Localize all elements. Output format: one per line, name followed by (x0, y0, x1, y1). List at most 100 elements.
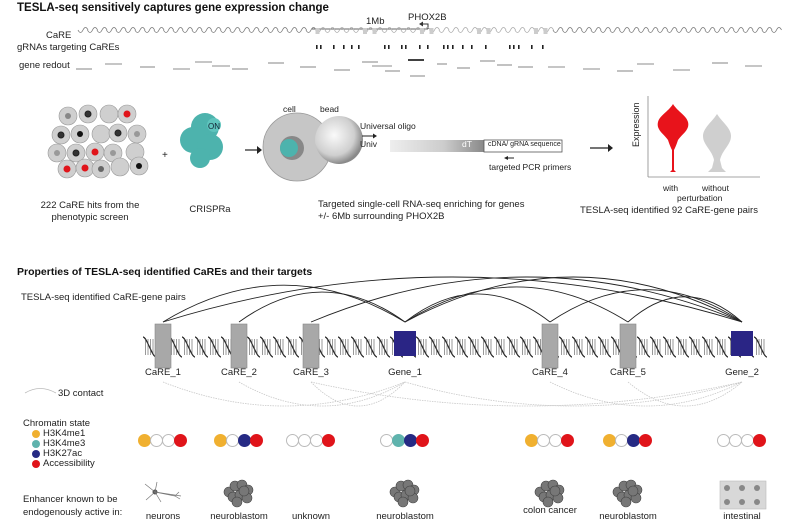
violin-plot (647, 96, 760, 178)
dna-helix-strand (285, 336, 300, 358)
cell-icon (66, 143, 86, 163)
legend-item-h3k4me1: H3K4me1 (23, 429, 95, 439)
accessibility-state-circle (753, 434, 766, 447)
tissue-label: colon cancer (523, 505, 577, 516)
chromatin-legend: Chromatin state H3K4me1 H3K4me3 H3K27ac … (23, 418, 95, 469)
care-gene-pair-arc (162, 284, 406, 323)
element-label: Gene_2 (725, 367, 759, 378)
dna-helix-strand (675, 336, 690, 358)
dna-helix-strand (649, 336, 664, 358)
track-label-gene-readout: gene redout (19, 60, 70, 71)
crispra-protein-icon (180, 113, 223, 168)
dna-helix-strand (701, 336, 716, 358)
cdna-box (483, 139, 563, 153)
accessibility-state-circle (639, 434, 652, 447)
chromatin-state-circles (138, 434, 187, 447)
tss-arrowhead-icon (419, 21, 423, 27)
violin-xlabel-with: with (663, 183, 679, 193)
chromatin-state-circles (214, 434, 263, 447)
dna-helix-strand (519, 336, 534, 358)
dna-helix-strand (337, 336, 352, 358)
h3k4me3-dot-icon (32, 440, 40, 448)
element-label: CaRE_4 (532, 367, 568, 378)
dna-helix-strand (246, 336, 261, 358)
dna-helix-strand (259, 336, 274, 358)
3d-contact-arc (627, 381, 743, 407)
violin-xlabel-without: without (702, 183, 729, 193)
dna-helix-strand (558, 336, 573, 358)
contact-label: 3D contact (58, 388, 104, 399)
care-box-3 (302, 323, 320, 369)
chromatin-title: Chromatin state (23, 418, 91, 429)
cell-icon (117, 104, 137, 124)
care-box-1 (154, 323, 172, 369)
element-label: CaRE_1 (145, 367, 181, 378)
chromatin-state-circles (380, 434, 429, 447)
cell-icon (91, 159, 111, 179)
dna-helix-strand (480, 336, 495, 358)
universal-oligo-label: Universal oligo (360, 121, 416, 131)
accessibility-dot-icon (32, 460, 40, 468)
contact-legend-line (24, 388, 57, 394)
dna-helix-strand (415, 336, 430, 358)
dna-helix-strand (753, 336, 768, 358)
cell-icon (58, 106, 78, 126)
cell-icon (110, 157, 130, 177)
accessibility-state-circle (174, 434, 187, 447)
cell-label: cell (283, 104, 296, 114)
element-label: CaRE_5 (610, 367, 646, 378)
chromatin-state-circles (603, 434, 652, 447)
cell-cluster-icon (612, 479, 643, 508)
accessibility-state-circle (250, 434, 263, 447)
dna-helix-strand (272, 336, 287, 358)
step1-caption: 222 CaRE hits from the phenotypic screen (40, 200, 140, 223)
legend-item-h3k27ac: H3K27ac (23, 449, 95, 459)
dna-helix-strand (428, 336, 443, 358)
dna-helix-strand (688, 336, 703, 358)
bottom-section-title: Properties of TESLA-seq identified CaREs… (17, 266, 313, 278)
cell-icon (127, 124, 147, 144)
care-gene-pair-arc (404, 286, 629, 323)
care-gene-pair-arc (310, 276, 743, 323)
care-gene-pair-arc (404, 293, 551, 323)
care-box-2 (230, 323, 248, 369)
legend-item-accessibility: Accessibility (23, 459, 95, 469)
dna-helix-track (77, 27, 782, 34)
cell-population-illustration (47, 104, 149, 179)
dna-helix-strand (467, 336, 482, 358)
track-label-grnas: gRNAs targeting CaREs (17, 42, 120, 53)
tissue-label: unknown (291, 511, 331, 522)
violin-without (703, 114, 731, 172)
chromatin-state-circles (286, 434, 335, 447)
3d-contact-arc (310, 381, 406, 407)
cell-icon (70, 124, 90, 144)
gene-readout-lines (76, 59, 762, 77)
tissue-label: intestinal (723, 511, 761, 522)
dna-helix-strand (324, 336, 339, 358)
dna-helix-strand (571, 336, 586, 358)
dna-helix-strand (194, 336, 209, 358)
top-section-title: TESLA-seq sensitively captures gene expr… (17, 2, 329, 14)
chromatin-state-circles (525, 434, 574, 447)
care-box-6 (619, 323, 637, 369)
dna-helix-strand (363, 336, 378, 358)
legend-item-h3k4me3: H3K4me3 (23, 439, 95, 449)
cell-cluster-icon (223, 479, 254, 508)
dna-helix-strand (506, 336, 521, 358)
dna-helix-strand (181, 336, 196, 358)
cell-bead-illustration (262, 112, 613, 182)
cell-icon (51, 125, 71, 145)
dna-helix-strand (207, 336, 222, 358)
genome-track (76, 21, 782, 77)
care-box-5 (541, 323, 559, 369)
care-gene-pair-arc (404, 276, 743, 323)
bead-icon (315, 116, 363, 164)
dna-helix-strand (662, 336, 677, 358)
3d-contact-arc (310, 381, 743, 407)
tissue-label: neuroblastom (599, 511, 657, 522)
cdna-grna-label: cDNA/ gRNA sequence (488, 141, 561, 148)
cell-cluster-icon (534, 479, 565, 508)
cell-icon (129, 156, 149, 176)
3d-contact-arc (238, 381, 406, 407)
